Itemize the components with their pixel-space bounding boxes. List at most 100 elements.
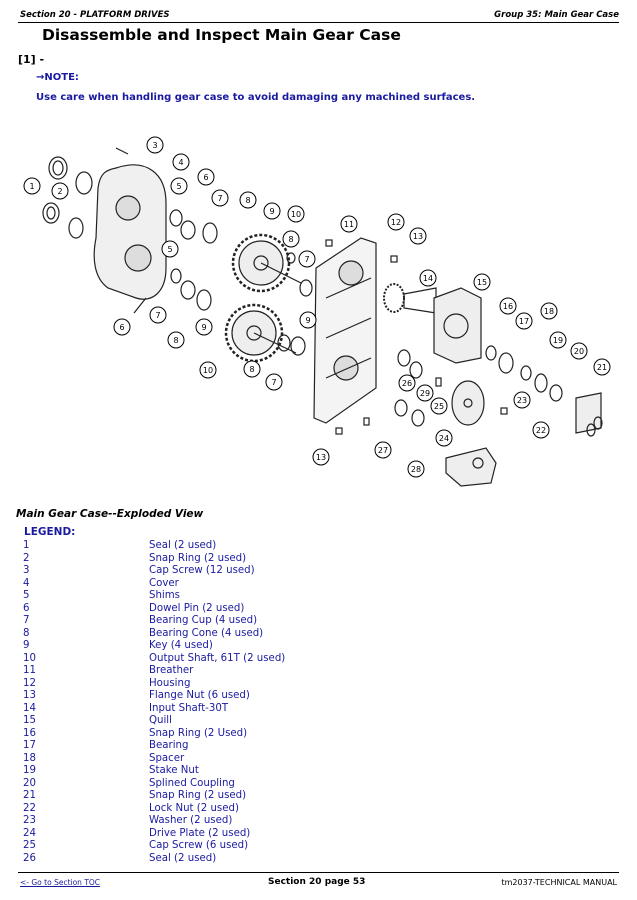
callout-number: 28 bbox=[411, 465, 421, 474]
legend-number: 23 bbox=[23, 815, 36, 826]
callout-number: 7 bbox=[217, 194, 222, 203]
callout-circle bbox=[340, 215, 358, 233]
callout-number: 7 bbox=[304, 255, 309, 264]
callout-number: 9 bbox=[201, 323, 206, 332]
callout-circle bbox=[312, 448, 330, 466]
callout-circle bbox=[167, 331, 185, 349]
legend-description: Quill bbox=[149, 715, 172, 726]
legend-description: Snap Ring (2 used) bbox=[149, 552, 247, 564]
callout-number: 11 bbox=[344, 220, 354, 229]
legend-description: Cap Screw (6 used) bbox=[149, 840, 249, 851]
callout-number: 2 bbox=[57, 187, 62, 196]
legend-description: Housing bbox=[149, 677, 191, 689]
callout-circle bbox=[513, 391, 531, 409]
callout-circle bbox=[195, 318, 213, 336]
legend-number: 12 bbox=[23, 677, 36, 689]
callout-number: 4 bbox=[178, 158, 183, 167]
callout-circle bbox=[515, 312, 533, 330]
legend-number: 11 bbox=[23, 665, 36, 676]
section-label: Section 20 - PLATFORM DRIVES bbox=[20, 10, 170, 20]
legend-row: 11 Breather bbox=[23, 665, 383, 678]
callout-number: 7 bbox=[271, 378, 276, 387]
callout-circle bbox=[23, 177, 41, 195]
callout-number: 29 bbox=[420, 389, 430, 398]
callout-circle bbox=[287, 205, 305, 223]
section-toc-link[interactable]: <- Go to Section TOC bbox=[20, 878, 101, 887]
legend-number: 8 bbox=[23, 627, 30, 639]
callout-number: 22 bbox=[536, 426, 546, 435]
callout-number: 5 bbox=[167, 245, 172, 254]
note-text: Use care when handling gear case to avoi… bbox=[36, 92, 476, 103]
callout-circle bbox=[435, 429, 453, 447]
callout-circle bbox=[199, 361, 217, 379]
callout-circle bbox=[540, 302, 558, 320]
callout-number: 6 bbox=[203, 173, 208, 182]
page-number: Section 20 page 53 bbox=[268, 877, 366, 887]
legend-row: 5 Shims bbox=[23, 590, 383, 603]
legend-description: Breather bbox=[149, 665, 194, 676]
legend-description: Shims bbox=[149, 590, 180, 601]
legend-row: 12 Housing bbox=[23, 678, 383, 691]
legend-description: Dowel Pin (2 used) bbox=[149, 602, 245, 614]
legend-number: 22 bbox=[23, 802, 36, 814]
callout-number: 1 bbox=[29, 182, 34, 191]
legend-description: Snap Ring (2 used) bbox=[149, 790, 247, 801]
legend-description: Flange Nut (6 used) bbox=[149, 690, 250, 701]
callout-circle bbox=[298, 250, 316, 268]
callout-number: 10 bbox=[291, 210, 301, 219]
callout-circle bbox=[149, 306, 167, 324]
callout-circle bbox=[593, 358, 611, 376]
legend-row: 26 Seal (2 used) bbox=[23, 853, 383, 866]
legend-number: 24 bbox=[23, 827, 36, 839]
legend-description: Cover bbox=[149, 577, 179, 589]
callout-number: 26 bbox=[402, 379, 412, 388]
legend-description: Bearing bbox=[149, 740, 189, 751]
callout-number: 8 bbox=[288, 235, 293, 244]
legend-description: Input Shaft-30T bbox=[149, 702, 229, 714]
callout-number: 8 bbox=[249, 365, 254, 374]
callout-circle bbox=[265, 373, 283, 391]
legend-description: Lock Nut (2 used) bbox=[149, 802, 239, 814]
callout-number: 23 bbox=[517, 396, 527, 405]
callout-number: 3 bbox=[152, 141, 157, 150]
callout-number: 10 bbox=[203, 366, 213, 375]
group-label: Group 35: Main Gear Case bbox=[494, 10, 619, 20]
page-title: Disassemble and Inspect Main Gear Case bbox=[42, 26, 401, 44]
callout-circle bbox=[570, 342, 588, 360]
callout-circle bbox=[299, 311, 317, 329]
callout-circle bbox=[243, 360, 261, 378]
callout-circle bbox=[430, 397, 448, 415]
callout-number: 7 bbox=[155, 311, 160, 320]
callout-number: 13 bbox=[316, 453, 326, 462]
legend-number: 5 bbox=[23, 590, 30, 601]
legend-number: 4 bbox=[23, 577, 30, 589]
legend-number: 3 bbox=[23, 565, 30, 576]
legend-number: 26 bbox=[23, 852, 36, 864]
legend-description: Snap Ring (2 Used) bbox=[149, 727, 248, 739]
callout-circle bbox=[172, 153, 190, 171]
callout-number: 8 bbox=[173, 336, 178, 345]
callout-number: 25 bbox=[434, 402, 444, 411]
callout-circle bbox=[146, 136, 164, 154]
legend-row: 4 Cover bbox=[23, 578, 383, 591]
legend-description: Splined Coupling bbox=[149, 777, 235, 789]
legend-number: 18 bbox=[23, 752, 36, 764]
legend-description: Seal (2 used) bbox=[149, 852, 217, 864]
legend-number: 20 bbox=[23, 777, 36, 789]
callout-circle bbox=[161, 240, 179, 258]
callout-circle bbox=[197, 168, 215, 186]
callout-number: 19 bbox=[553, 336, 563, 345]
callout-number: 24 bbox=[439, 434, 449, 443]
